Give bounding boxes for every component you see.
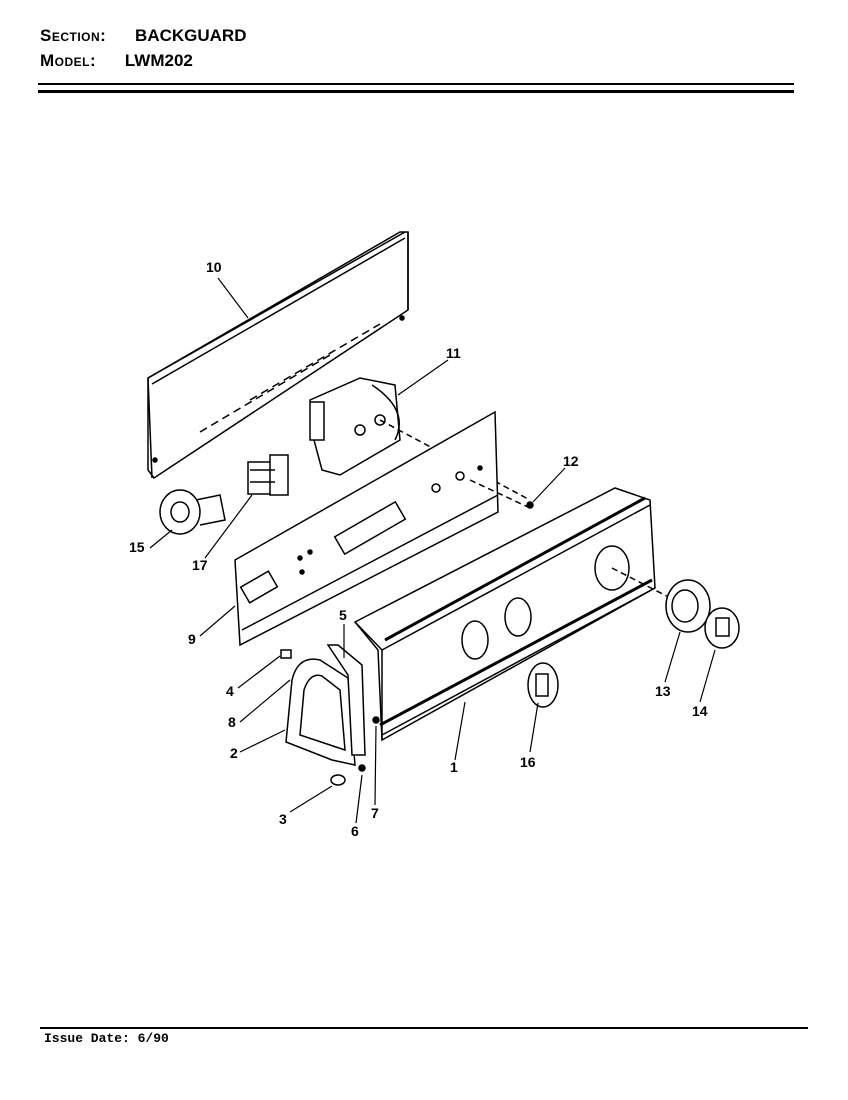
callout-8: 8 (228, 714, 236, 730)
callout-15: 15 (129, 539, 145, 555)
part-6-screw (358, 764, 366, 772)
callout-17: 17 (192, 557, 208, 573)
callout-13: 13 (655, 683, 671, 699)
footer-rule (40, 1027, 808, 1029)
issue-date: Issue Date: 6/90 (44, 1031, 169, 1046)
callout-11: 11 (446, 345, 461, 361)
leader-lines (149, 277, 716, 824)
header-rule-bottom (38, 90, 794, 93)
callout-16: 16 (520, 754, 536, 770)
section-header: Section: BACKGUARD (40, 26, 247, 47)
part-12-screw (526, 501, 534, 509)
model-value: LWM202 (124, 51, 193, 70)
part-5-side-bracket (326, 644, 366, 756)
model-label: Model: (40, 51, 97, 70)
callout-3: 3 (279, 811, 287, 827)
model-header: Model: LWM202 (40, 51, 193, 72)
part-3-clip (330, 774, 346, 786)
callout-5: 5 (339, 607, 347, 623)
part-9-control-panel (234, 410, 531, 647)
callout-6: 6 (351, 823, 359, 839)
part-2-end-cap (285, 658, 356, 766)
callout-4: 4 (226, 683, 234, 699)
part-15-pressure-switch (159, 489, 226, 535)
part-10-cover (147, 231, 409, 480)
callout-10: 10 (206, 259, 222, 275)
part-13-dial (665, 579, 711, 633)
callout-1: 1 (450, 759, 458, 775)
part-17-switch (247, 454, 289, 496)
callout-14: 14 (692, 703, 708, 719)
part-7-screw (372, 716, 380, 724)
callout-12: 12 (563, 453, 579, 469)
callout-2: 2 (230, 745, 238, 761)
callout-9: 9 (188, 631, 196, 647)
section-label: Section: (40, 26, 107, 45)
part-16-knob (527, 662, 559, 708)
header-rule-top (38, 83, 794, 85)
part-4-clip (280, 649, 292, 659)
callout-7: 7 (371, 805, 379, 821)
part-1-console (353, 487, 691, 742)
section-value: BACKGUARD (135, 26, 247, 45)
part-14-knob (704, 607, 740, 649)
